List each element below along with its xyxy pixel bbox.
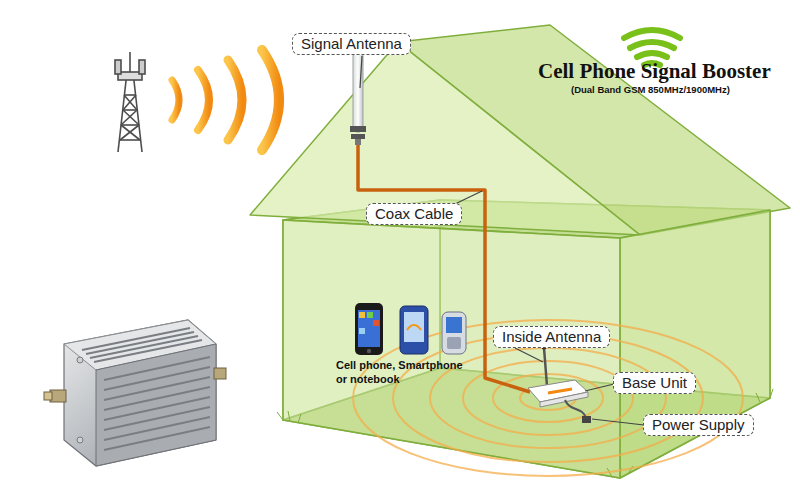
cell-tower-part: [129, 52, 131, 72]
signal-icon-part: [630, 42, 674, 48]
signal-icon-part: [637, 53, 667, 57]
booster-device-part-part: [104, 397, 210, 420]
base-unit: [528, 345, 591, 424]
booster-device-part-part: [86, 332, 194, 354]
callout-text: Inside Antenna: [502, 328, 601, 345]
phones-part: [359, 328, 365, 334]
booster-device-part: [64, 320, 216, 466]
base-unit-part: [565, 400, 586, 418]
base-unit-part: [544, 348, 547, 386]
cell-tower-part: [121, 110, 137, 125]
base-unit-part: [582, 416, 591, 423]
cell-tower-part: [121, 125, 140, 140]
phones-part: [367, 349, 371, 353]
signal-waves: [172, 50, 279, 150]
house-part: [620, 210, 770, 478]
coverage-rings-part: [493, 374, 603, 422]
coverage-rings-part: [430, 348, 666, 448]
phones-part: [407, 325, 421, 330]
coverage-rings-part: [463, 361, 633, 435]
cell-tower-part: [120, 125, 139, 140]
cell-tower: [115, 52, 145, 152]
cell-tower-part: [123, 109, 137, 111]
callout-text: Power Supply: [652, 416, 745, 433]
outdoor-antenna-part: [353, 52, 363, 132]
callout-box: Inside Antenna: [493, 326, 610, 348]
outdoor-antenna-part: [350, 126, 366, 132]
leader-lines-part: [592, 419, 644, 425]
cell-tower-part: [115, 60, 121, 74]
coax-cable: [358, 140, 530, 392]
callout-text: Signal Antenna: [301, 35, 402, 52]
callout-box: Coax Cable: [366, 203, 462, 225]
outdoor-antenna-part: [351, 134, 365, 139]
booster-device-part: [82, 328, 210, 450]
callout-text: Coax Cable: [375, 205, 453, 222]
phones: [355, 303, 466, 355]
phones-part: [359, 312, 365, 318]
cell-tower-part: [123, 110, 139, 125]
callout-box: Power Supply: [643, 414, 754, 436]
text-label: Cell phone, Smartphone or notebook: [336, 358, 476, 387]
booster-device-part-part: [90, 336, 198, 358]
cell-tower-part: [124, 95, 137, 110]
booster-device-part-part: [104, 427, 210, 450]
cell-tower-part: [120, 139, 140, 141]
booster-device-part-part: [104, 357, 210, 380]
phones-part: [358, 310, 380, 347]
booster-device-part-part: [104, 417, 210, 440]
callout-box: Base Unit: [613, 372, 696, 394]
phones-part: [442, 312, 466, 354]
base-unit-part: [540, 392, 588, 407]
phones-part: [355, 303, 383, 355]
leader-lines-part: [515, 348, 543, 362]
callout-box: Signal Antenna: [292, 33, 411, 55]
signal-waves-part: [228, 60, 242, 140]
cell-tower-part: [139, 60, 145, 74]
signal-waves-part: [198, 70, 209, 130]
cell-tower-part: [123, 95, 136, 110]
outdoor-antenna: [350, 52, 366, 145]
booster-device-part-part: [104, 387, 210, 410]
base-unit-part: [548, 389, 572, 393]
booster-device-part: [214, 368, 226, 379]
booster-device-part: [77, 437, 83, 443]
booster-device-part: [96, 344, 216, 466]
phones-part: [373, 320, 379, 326]
phones-part: [404, 312, 424, 342]
cell-tower-part: [124, 94, 136, 96]
phones-part: [447, 337, 461, 349]
text-label: (Dual Band GSM 850MHz/1900MHz): [571, 84, 771, 96]
signal-waves-part: [262, 50, 279, 150]
outdoor-antenna-part: [355, 139, 361, 145]
booster-device: [44, 320, 226, 466]
coverage-rings-part: [393, 334, 703, 462]
leader-lines-part: [585, 384, 614, 391]
phones-part: [446, 317, 462, 333]
phones-part: [400, 306, 428, 354]
house: [250, 25, 790, 478]
leader-lines-part: [360, 56, 362, 88]
booster-device-part-part: [104, 407, 210, 430]
callout-text: Base Unit: [622, 374, 687, 391]
booster-device-part-part: [104, 367, 210, 390]
phones-part: [367, 312, 373, 318]
diagram-title: Cell Phone Signal Booster: [538, 59, 771, 84]
signal-icon-part: [624, 30, 680, 38]
cell-tower-part: [121, 124, 139, 126]
booster-device-part: [44, 392, 52, 400]
leader-lines-part: [455, 191, 482, 204]
booster-device-part-part: [104, 377, 210, 400]
booster-device-part-part: [94, 340, 202, 362]
booster-device-part: [77, 357, 83, 363]
signal-waves-part: [172, 80, 179, 120]
